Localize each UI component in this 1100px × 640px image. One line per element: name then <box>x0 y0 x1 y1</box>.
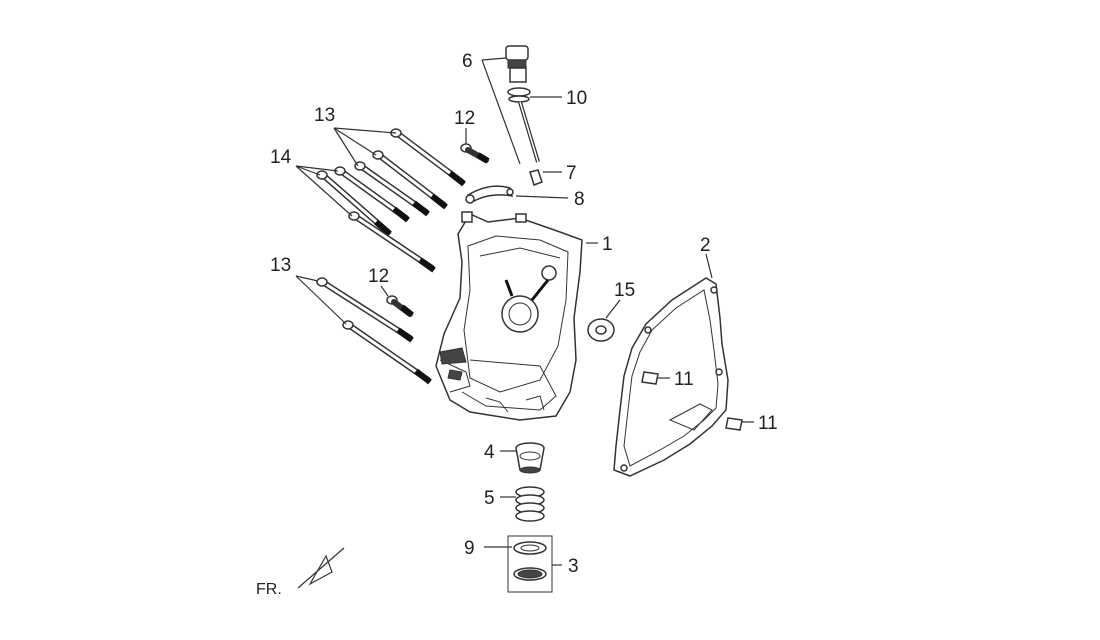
front-marker-label: FR. <box>256 581 282 598</box>
long-bolt <box>372 150 448 210</box>
callout-15: 15 <box>614 280 635 301</box>
front-direction-arrow <box>297 547 345 589</box>
short-bolt-lower <box>386 295 414 318</box>
short-bolt-upper <box>460 143 490 164</box>
callout-8: 8 <box>574 189 585 210</box>
callout-3: 3 <box>568 556 579 577</box>
crankcase-cover <box>435 211 583 421</box>
long-bolt <box>354 161 430 217</box>
oil-strainer-assembly <box>507 535 553 593</box>
long-bolt <box>342 320 432 385</box>
callout-9: 9 <box>464 538 475 559</box>
callout-5: 5 <box>484 488 495 509</box>
long-bolt <box>348 211 436 273</box>
long-bolt <box>390 128 466 187</box>
dowel-pin <box>641 371 659 385</box>
retaining-clip <box>465 185 514 204</box>
callout-2: 2 <box>700 235 711 256</box>
callout-12-lower: 12 <box>368 266 389 287</box>
callout-13-upper: 13 <box>314 105 335 126</box>
callout-labels: 6 10 7 8 1 2 15 11 11 12 12 13 14 13 4 5… <box>256 51 778 598</box>
callout-6: 6 <box>462 51 473 72</box>
callout-11-upper: 11 <box>674 369 694 390</box>
long-bolt <box>316 170 392 237</box>
callout-4: 4 <box>484 442 495 463</box>
callout-14: 14 <box>270 147 292 168</box>
callout-11-lower: 11 <box>758 413 778 434</box>
long-bolts-lower-group <box>316 277 432 385</box>
long-bolt <box>316 277 414 343</box>
callout-10: 10 <box>566 88 587 109</box>
spring <box>515 486 545 522</box>
callout-7: 7 <box>566 163 577 184</box>
callout-13-lower: 13 <box>270 255 291 276</box>
callout-12-upper: 12 <box>454 108 475 129</box>
drain-plug <box>515 442 545 474</box>
oil-seal <box>587 318 615 342</box>
callout-1: 1 <box>602 234 613 255</box>
cover-gasket <box>613 277 729 477</box>
leader-lines <box>295 57 754 566</box>
dowel-pin <box>725 417 743 431</box>
oil-dipstick <box>505 45 543 186</box>
long-bolts-upper-group <box>316 128 466 273</box>
